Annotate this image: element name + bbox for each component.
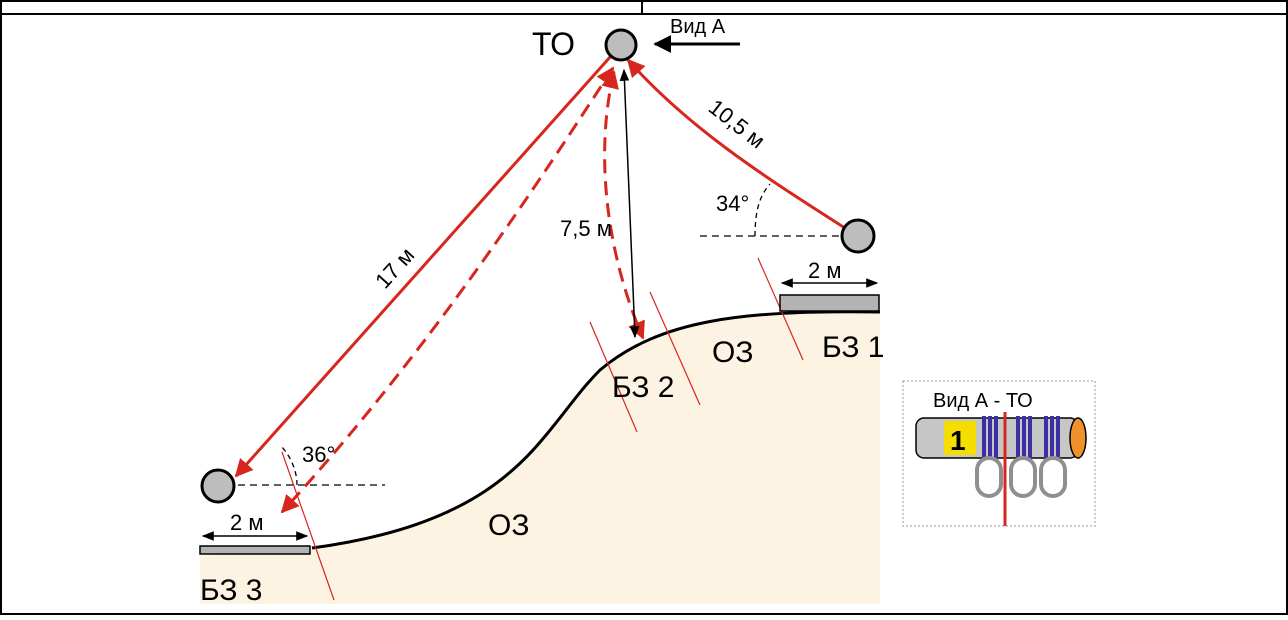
right-anchor-point [840, 218, 876, 254]
marker-number: 1 [950, 425, 966, 456]
upper-rope-length-label: 10,5 м [704, 94, 770, 153]
view-a-inset: Вид А - ТО 1 [902, 380, 1096, 527]
lower-angle-label: 36° [302, 442, 335, 467]
carabiners [975, 456, 1067, 498]
left-rope-length-label: 17 м [370, 243, 419, 294]
vertical-dimension-line [619, 68, 640, 339]
danger-zone-lower-label: ОЗ [488, 509, 529, 542]
platform-bz3 [199, 545, 311, 555]
safe-zone-3-label: БЗ 3 [200, 574, 263, 607]
view-arrow-label: Вид А [670, 16, 726, 38]
upper-angle-arc [754, 183, 771, 237]
inset-title: Вид А - ТО [933, 390, 1033, 412]
safe-zone-2-label: БЗ 2 [612, 371, 675, 404]
vertical-length-label: 7,5 м [560, 216, 612, 241]
upper-rope [626, 58, 846, 230]
pipe-end [1069, 417, 1087, 459]
left-dashed-rope [280, 66, 615, 514]
platform-bz1 [779, 294, 880, 312]
middle-dashed-rope [601, 70, 645, 340]
marker-badge [944, 421, 976, 455]
safe-zone-1-label: БЗ 1 [822, 331, 885, 364]
left-anchor-point [200, 468, 236, 504]
blue-wraps [982, 416, 1060, 460]
top-anchor-label: ТО [532, 26, 575, 62]
left-platform-width-label: 2 м [230, 510, 263, 535]
lower-angle-arc [279, 444, 298, 486]
top-anchor-point [604, 28, 638, 62]
danger-zone-upper-label: ОЗ [712, 336, 753, 369]
upper-angle-label: 34° [716, 191, 749, 216]
right-platform-width-label: 2 м [808, 258, 841, 283]
left-rope [234, 55, 613, 478]
